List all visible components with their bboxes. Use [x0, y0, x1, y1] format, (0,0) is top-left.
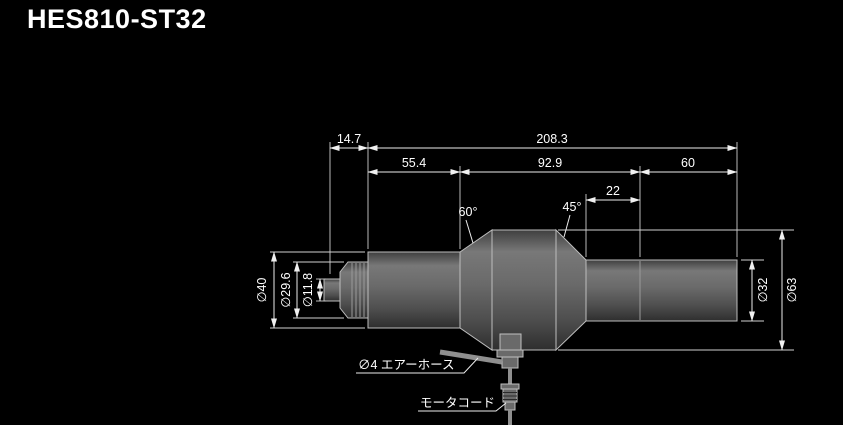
dim-label-tool-dia: ∅11.8 — [301, 273, 315, 307]
dim-label-shaft-dia: ∅32 — [756, 278, 770, 303]
dim-label-overall-length: 208.3 — [536, 132, 567, 146]
dim-label-step-length: 22 — [606, 184, 620, 198]
main-body — [491, 229, 557, 351]
dimension-labels: 14.7 208.3 55.4 92.9 60 22 60° 45° ∅40 ∅… — [255, 132, 799, 410]
hose-fitting-flange — [496, 349, 524, 358]
connector-rib-lines — [503, 392, 517, 400]
dim-label-rear-angle: 45° — [563, 200, 582, 214]
air-hose-leader — [356, 357, 479, 374]
motor-cord-label: モータコード — [420, 396, 495, 410]
dim-label-nose-length: 14.7 — [337, 132, 361, 146]
dim-label-front-angle: 60° — [459, 205, 478, 219]
tool-shank — [323, 278, 341, 302]
rear-shaft — [585, 259, 738, 322]
front-angle-leader — [465, 219, 474, 244]
page-title: HES810-ST32 — [27, 4, 207, 34]
cord-connector-top — [500, 383, 520, 390]
rear-taper — [555, 228, 587, 352]
dim-label-rear-length: 60 — [681, 156, 695, 170]
collet-grip-lines — [351, 263, 365, 317]
hose-fitting-body — [501, 356, 519, 369]
air-hose-tube — [439, 349, 503, 365]
front-taper — [459, 229, 493, 351]
rear-angle-leader — [563, 214, 571, 238]
air-hose-label: ∅4 エアーホース — [358, 358, 455, 372]
motor-cord-leader — [418, 402, 507, 412]
dim-label-nose-dia: ∅29.6 — [279, 272, 293, 307]
leader-lines — [356, 214, 571, 412]
dim-label-middle-length: 92.9 — [538, 156, 562, 170]
dim-label-front-length: 55.4 — [402, 156, 426, 170]
dimension-extension-lines — [270, 142, 794, 351]
dim-label-body-dia: ∅63 — [785, 278, 799, 303]
front-body — [367, 251, 461, 329]
dim-label-front-dia: ∅40 — [255, 278, 269, 303]
cord-connector-bottom — [504, 401, 516, 411]
dimension-lines — [271, 145, 785, 351]
cable-clamp — [499, 333, 522, 351]
spindle-body-group — [323, 228, 738, 425]
